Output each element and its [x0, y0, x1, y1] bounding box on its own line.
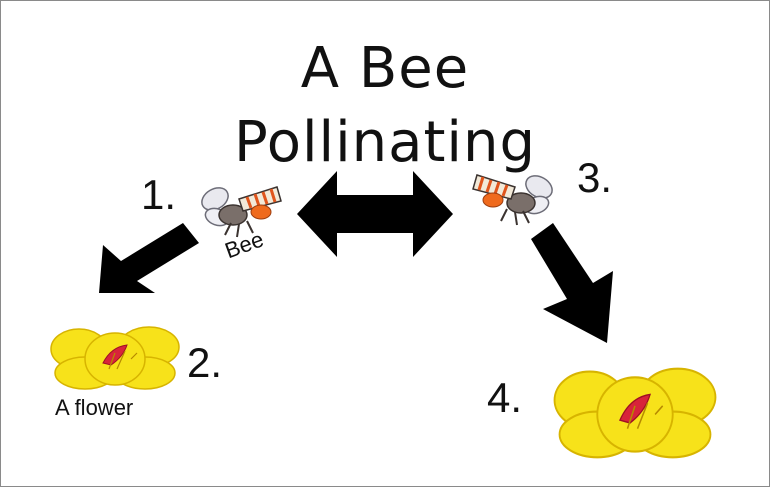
step-1-number: 1.	[141, 173, 176, 217]
title-line-1: A Bee	[1, 39, 769, 99]
step-4-number: 4.	[487, 376, 522, 420]
down-right-arrow-icon	[531, 223, 635, 343]
title-line-2: Pollinating	[1, 113, 769, 173]
step-3-number: 3.	[577, 156, 612, 200]
down-left-arrow-icon	[99, 223, 199, 297]
flower-label: A flower	[55, 395, 133, 421]
double-arrow-icon	[297, 171, 453, 257]
flower-icon	[547, 363, 723, 463]
step-2-number: 2.	[187, 341, 222, 385]
flower-icon	[45, 323, 185, 393]
bee-icon	[191, 173, 291, 248]
